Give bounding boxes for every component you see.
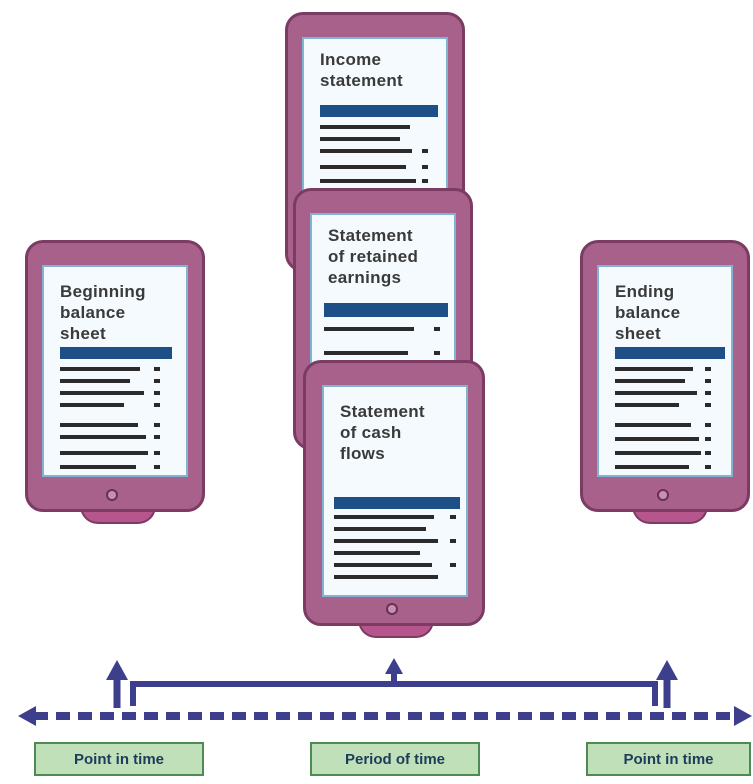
table-line: [60, 423, 138, 427]
table-line: [320, 165, 406, 169]
home-button-icon: [657, 489, 669, 501]
table-value: [154, 367, 160, 371]
retained-earnings-screen: Statement of retained earnings: [310, 213, 456, 377]
beginning-balance-sheet-title: Beginning balance sheet: [60, 282, 146, 343]
table-line: [615, 379, 685, 383]
table-line: [615, 465, 689, 469]
ending-balance-sheet-title: Ending balance sheet: [615, 282, 681, 343]
table-line: [60, 435, 146, 439]
table-value: [154, 403, 160, 407]
cash-flows-tablet: Statement of cash flows: [303, 360, 485, 626]
cash-flows-screen: Statement of cash flows: [322, 385, 468, 597]
table-value: [705, 465, 711, 469]
table-value: [705, 437, 711, 441]
table-value: [154, 435, 160, 439]
left-point-arrowhead: [106, 660, 128, 680]
table-value: [705, 367, 711, 371]
home-button-icon: [386, 603, 398, 615]
table-value: [434, 351, 440, 355]
table-value: [705, 403, 711, 407]
table-line: [334, 515, 434, 519]
table-value: [154, 423, 160, 427]
point-in-time-right-label: Point in time: [586, 742, 751, 776]
right-point-arrowhead: [656, 660, 678, 680]
table-line: [60, 379, 130, 383]
table-line: [615, 437, 699, 441]
time-axis-left-arrowhead: [18, 706, 36, 726]
table-line: [334, 527, 426, 531]
table-line: [615, 403, 679, 407]
table-line: [334, 563, 432, 567]
table-value: [154, 391, 160, 395]
table-value: [705, 379, 711, 383]
retained-earnings-title: Statement of retained earnings: [328, 226, 419, 287]
table-line: [60, 403, 124, 407]
beginning-balance-sheet-tablet: Beginning balance sheet: [25, 240, 205, 512]
table-line: [320, 125, 410, 129]
table-header: [615, 347, 725, 359]
time-axis-right-arrowhead: [734, 706, 752, 726]
table-line: [320, 179, 416, 183]
table-value: [154, 465, 160, 469]
table-line: [60, 391, 144, 395]
table-value: [422, 149, 428, 153]
beginning-balance-sheet-screen: Beginning balance sheet: [42, 265, 188, 477]
table-value: [154, 451, 160, 455]
table-header: [320, 105, 438, 117]
period-of-time-label: Period of time: [310, 742, 480, 776]
table-value: [705, 451, 711, 455]
table-line: [320, 137, 400, 141]
home-button-icon: [106, 489, 118, 501]
table-line: [615, 391, 697, 395]
period-bracket: [130, 681, 658, 706]
table-line: [60, 451, 148, 455]
table-line: [334, 551, 420, 555]
ending-balance-sheet-screen: Ending balance sheet: [597, 265, 733, 477]
table-value: [422, 165, 428, 169]
table-header: [324, 303, 448, 317]
table-line: [320, 149, 412, 153]
table-line: [60, 367, 140, 371]
cash-flows-title: Statement of cash flows: [340, 402, 425, 463]
table-header: [60, 347, 172, 359]
table-line: [615, 423, 691, 427]
table-line: [334, 575, 438, 579]
table-value: [705, 391, 711, 395]
table-line: [615, 451, 701, 455]
income-statement-title: Income statement: [320, 50, 404, 90]
table-value: [154, 379, 160, 383]
table-line: [60, 465, 136, 469]
table-value: [422, 179, 428, 183]
table-value: [450, 563, 456, 567]
table-value: [434, 327, 440, 331]
table-line: [324, 327, 414, 331]
table-header: [334, 497, 460, 509]
table-value: [450, 539, 456, 543]
point-in-time-left-label: Point in time: [34, 742, 204, 776]
table-line: [324, 351, 408, 355]
table-value: [450, 515, 456, 519]
ending-balance-sheet-tablet: Ending balance sheet: [580, 240, 750, 512]
table-line: [334, 539, 438, 543]
table-value: [705, 423, 711, 427]
period-arrowhead: [385, 658, 403, 674]
table-line: [615, 367, 693, 371]
